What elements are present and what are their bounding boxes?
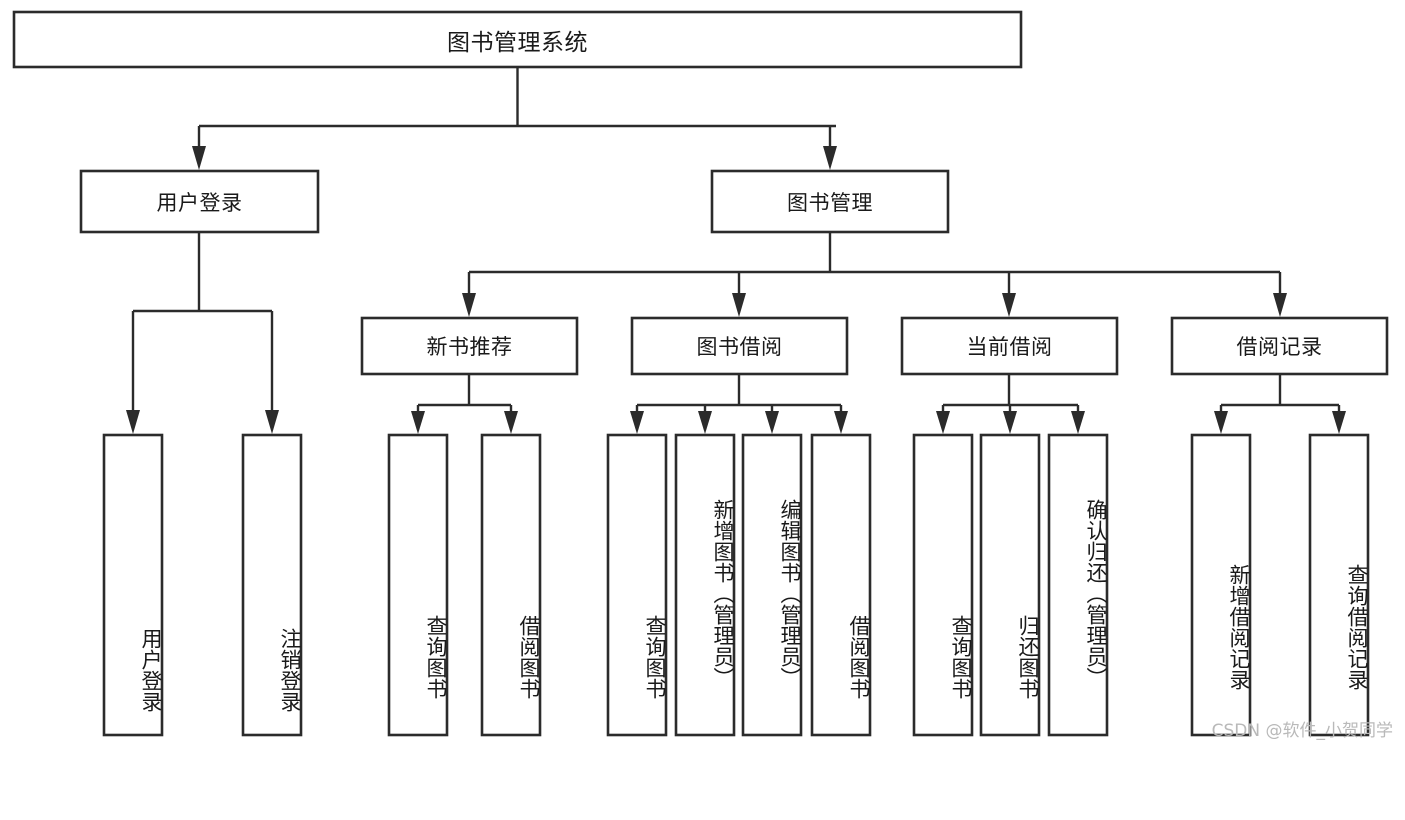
node-box-root[interactable] <box>12 10 1023 69</box>
leaf-label-book-borrow-1: 新增图书（管理员） <box>711 498 735 688</box>
connector-bookmgmt-to-level2 <box>462 232 1287 317</box>
leaf-box-book-borrow-2[interactable] <box>741 433 803 737</box>
connector-root-to-level1 <box>192 67 837 170</box>
node-box-book-borrow[interactable] <box>630 316 849 376</box>
leaf-label-book-borrow-2: 编辑图书（管理员） <box>778 498 802 688</box>
node-box-new-book-recommend[interactable] <box>360 316 579 376</box>
leaf-box-current-borrow-0[interactable] <box>912 433 974 737</box>
leaf-label-current-borrow-2: 确认归还（管理员） <box>1084 498 1108 688</box>
node-label-book-borrow: 图书借阅 <box>696 335 783 359</box>
connector-userlogin-to-leaves <box>126 232 279 434</box>
leaf-box-new-book-1[interactable] <box>480 433 542 737</box>
node-box-current-borrow[interactable] <box>900 316 1119 376</box>
flowchart-svg <box>12 10 1389 737</box>
node-label-root: 图书管理系统 <box>447 29 588 56</box>
leaf-box-borrow-record-0[interactable] <box>1190 433 1252 737</box>
leaf-box-user-login-0[interactable] <box>102 433 164 737</box>
connector-borrowrecord-to-leaves <box>1214 374 1346 434</box>
leaf-label-current-borrow-0: 查询图书 <box>949 615 973 699</box>
node-box-book-management[interactable] <box>710 169 950 234</box>
leaf-box-book-borrow-0[interactable] <box>606 433 668 737</box>
leaf-label-user-login-0: 用户登录 <box>139 628 163 712</box>
leaf-label-new-book-1: 借阅图书 <box>517 615 541 699</box>
flowchart-canvas: 图书管理系统 用户登录 图书管理 新书推荐 图书借阅 当前借阅 借阅记录 用户登… <box>12 10 1393 741</box>
connector-bookborrow-to-leaves <box>630 374 848 434</box>
leaf-box-new-book-0[interactable] <box>387 433 449 737</box>
leaf-box-borrow-record-1[interactable] <box>1308 433 1370 737</box>
leaf-label-book-borrow-0: 查询图书 <box>643 615 667 699</box>
node-label-new-book-recommend: 新书推荐 <box>426 335 513 359</box>
node-box-user-login[interactable] <box>79 169 320 234</box>
leaf-label-book-borrow-3: 借阅图书 <box>847 615 871 699</box>
node-label-current-borrow: 当前借阅 <box>966 335 1053 359</box>
leaf-box-book-borrow-1[interactable] <box>674 433 736 737</box>
node-label-user-login: 用户登录 <box>156 190 243 215</box>
connector-newbook-to-leaves <box>411 374 518 434</box>
node-label-borrow-record: 借阅记录 <box>1236 335 1323 359</box>
leaf-label-new-book-0: 查询图书 <box>424 615 448 699</box>
node-label-book-management: 图书管理 <box>787 190 873 215</box>
leaf-box-user-login-1[interactable] <box>241 433 303 737</box>
connector-currentborrow-to-leaves <box>936 374 1085 434</box>
csdn-watermark: CSDN @软件_小贺同学 <box>1211 721 1393 741</box>
leaf-label-user-login-1: 注销登录 <box>278 628 302 712</box>
leaf-label-current-borrow-1: 归还图书 <box>1016 615 1040 699</box>
leaf-box-book-borrow-3[interactable] <box>810 433 872 737</box>
leaf-label-borrow-record-0: 新增借阅记录 <box>1227 564 1251 690</box>
leaf-label-borrow-record-1: 查询借阅记录 <box>1345 564 1369 690</box>
leaf-box-current-borrow-2[interactable] <box>1047 433 1109 737</box>
leaf-box-current-borrow-1[interactable] <box>979 433 1041 737</box>
